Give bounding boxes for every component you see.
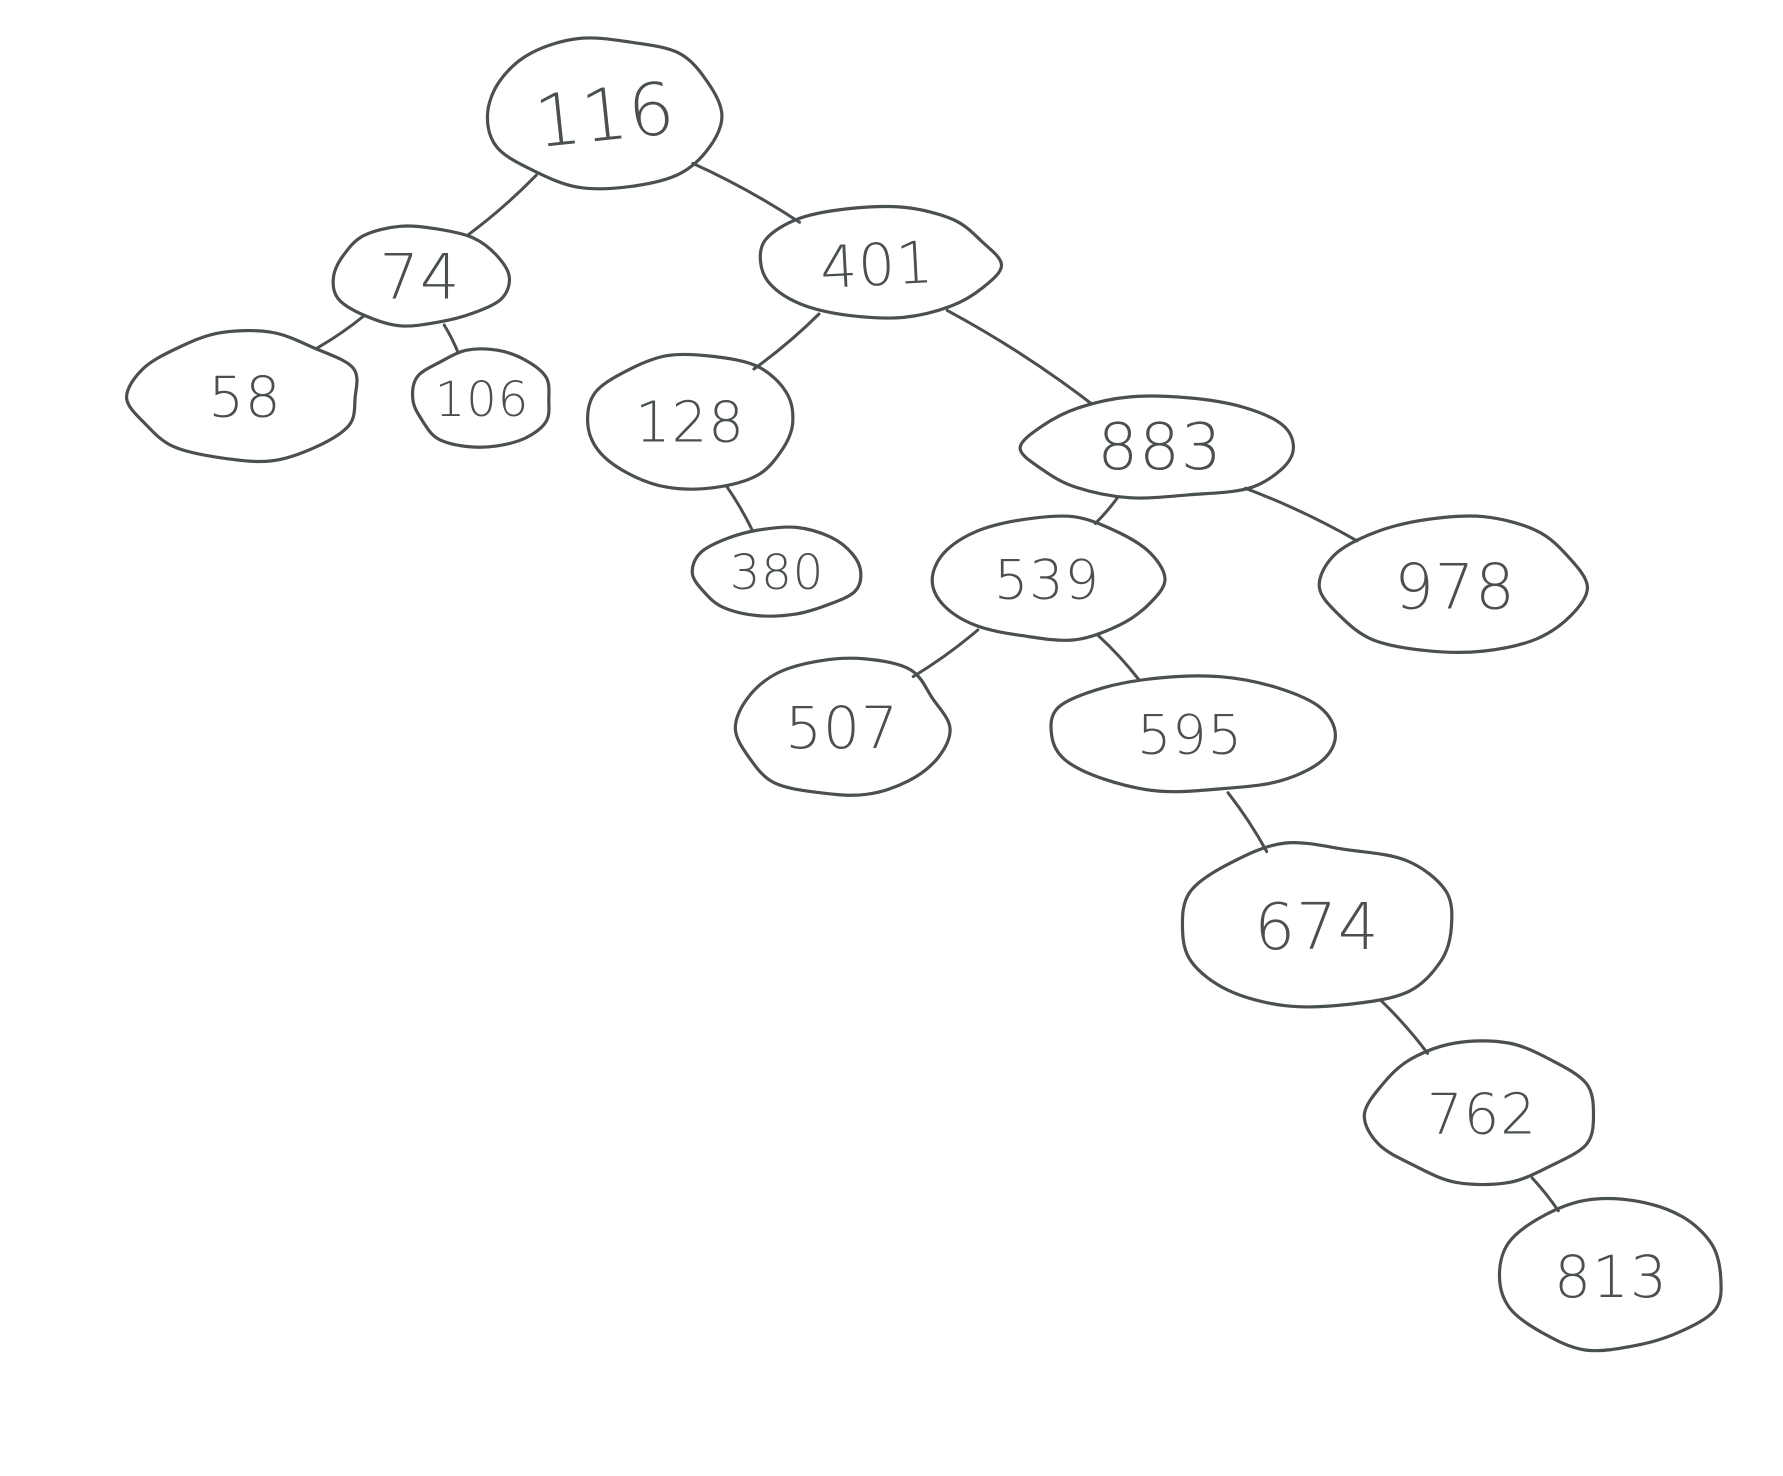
node-label: 978 [1394,551,1515,624]
edge-401-to-128 [752,312,821,371]
node-outline [410,347,551,449]
edge-883-to-539 [1093,495,1120,525]
edge-762-to-813 [1530,1176,1560,1213]
node-label: 128 [635,391,745,456]
node-outline [690,525,863,618]
node-label: 539 [994,549,1100,612]
node-label: 106 [435,372,530,428]
node-outline [485,36,724,191]
edge-116-to-74 [466,173,538,237]
node-outline [1317,514,1589,654]
node-label: 401 [818,228,935,302]
node-outline [1180,841,1454,1009]
node-outline [1497,1197,1723,1353]
node-label: 595 [1137,704,1243,767]
nodes-layer: 116 74 401 58 106 128 883 380 539 978 507 595 674 762… [125,36,1723,1353]
node-outline [331,224,512,328]
node-label: 507 [785,694,899,762]
tree-node-883: 883 [1018,394,1296,500]
node-label: 74 [380,241,461,314]
edge-674-to-762 [1379,999,1430,1055]
tree-node-813: 813 [1497,1197,1723,1353]
edge-539-to-595 [1096,634,1140,681]
node-outline [1049,674,1338,794]
node-outline [1362,1039,1596,1187]
tree-node-595: 595 [1049,674,1338,794]
tree-node-507: 507 [733,656,952,797]
node-outline [586,352,795,491]
edge-883-to-978 [1243,486,1359,543]
edge-128-to-380 [725,485,755,533]
node-outline [733,656,952,797]
tree-node-380: 380 [690,525,863,618]
tree-node-539: 539 [930,514,1167,642]
node-label: 813 [1554,1243,1668,1311]
edge-74-to-106 [442,323,460,355]
edges-layer [316,161,1560,1213]
tree-node-978: 978 [1317,514,1589,654]
edge-595-to-674 [1226,791,1269,853]
node-label: 380 [730,545,825,601]
node-outline [758,204,1004,320]
tree-node-58: 58 [125,329,359,464]
node-outline [930,514,1167,642]
node-label: 58 [208,366,281,431]
tree-node-116: 116 [485,36,724,191]
tree-node-762: 762 [1362,1039,1596,1187]
node-label: 674 [1254,891,1379,965]
tree-node-674: 674 [1180,841,1454,1009]
node-outline [125,329,359,464]
node-label: 762 [1427,1083,1537,1148]
edge-401-to-883 [945,308,1093,405]
tree-node-128: 128 [586,352,795,491]
edge-74-to-58 [316,314,366,350]
edge-116-to-401 [691,161,801,224]
tree-node-401: 401 [758,204,1004,320]
tree-node-106: 106 [410,347,551,449]
edge-539-to-507 [911,628,980,679]
node-label: 116 [531,66,679,164]
node-label: 883 [1097,411,1222,485]
tree-node-74: 74 [331,224,512,328]
node-outline [1018,394,1296,500]
